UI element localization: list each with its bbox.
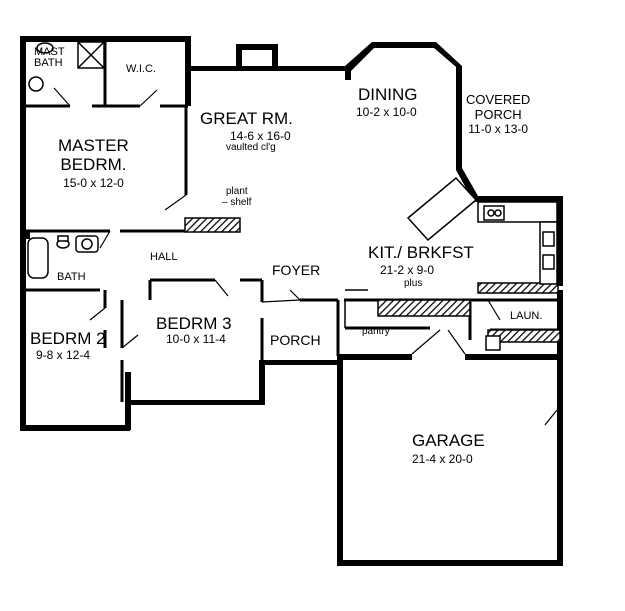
hatched-elements [184, 217, 561, 343]
great-room-dims: 14-6 x 16-0 [230, 129, 291, 143]
bedroom3-dims: 10-0 x 11-4 [166, 332, 226, 346]
misc-elements [344, 289, 368, 328]
foyer-label: FOYER [272, 262, 321, 278]
laundry-label: LAUN. [510, 310, 543, 322]
master-bedroom-label: MASTER BEDRM. 15-0 x 12-0 [58, 136, 129, 193]
wic-label: W.I.C. [126, 63, 156, 75]
pantry-label: pantry [362, 326, 390, 337]
kitchen-note: plus [404, 278, 423, 289]
kitchen-dims: 21-2 x 9-0 [380, 263, 435, 277]
covered-porch-name-1: COVERED [466, 92, 531, 107]
plant-shelf-line-2: – shelf [222, 197, 252, 208]
interior-walls [24, 40, 560, 402]
master-bedroom-dims: 15-0 x 12-0 [63, 176, 124, 190]
great-room-note: vaulted cl'g [226, 142, 276, 153]
bath-fixtures [27, 41, 501, 351]
garage-name: GARAGE [412, 431, 485, 450]
door-swings [53, 87, 558, 426]
bedroom2-name: BEDRM 2 [30, 329, 106, 348]
porch-label: PORCH [270, 332, 321, 348]
garage-dims: 21-4 x 20-0 [412, 452, 473, 466]
master-bath-name-1: MAST [34, 46, 65, 58]
hall-label: HALL [150, 251, 178, 263]
bedroom2-dims: 9-8 x 12-4 [36, 348, 91, 362]
kitchen-name: KIT./ BRKFST [368, 243, 474, 262]
master-bath-label: MAST BATH [34, 47, 65, 69]
plant-shelf-line-1: plant [226, 186, 248, 197]
plant-shelf-label: plant – shelf [222, 186, 251, 208]
covered-porch-name-2: PORCH [474, 107, 522, 122]
exterior-walls [20, 36, 563, 566]
master-bath-name-2: BATH [34, 57, 63, 69]
dining-name: DINING [358, 85, 418, 104]
covered-porch-dims: 11-0 x 13-0 [468, 122, 529, 136]
master-bedroom-name-1: MASTER [58, 136, 129, 155]
covered-porch-label: COVERED PORCH 11-0 x 13-0 [466, 92, 530, 137]
great-room-name: GREAT RM. [200, 109, 293, 128]
kitchen-counters [406, 176, 558, 285]
bath-label: BATH [57, 271, 86, 283]
dining-dims: 10-2 x 10-0 [356, 105, 417, 119]
master-bedroom-name-2: BEDRM. [60, 155, 127, 174]
bedroom3-name: BEDRM 3 [156, 314, 232, 333]
